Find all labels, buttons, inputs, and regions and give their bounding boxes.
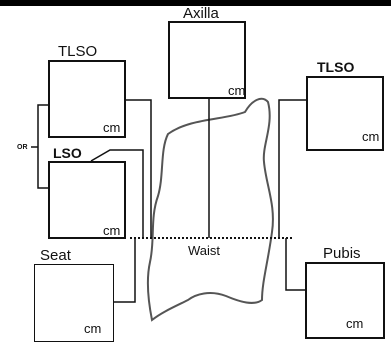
lso-unit: cm (103, 223, 121, 238)
pubis-unit: cm (346, 316, 364, 331)
axilla-unit: cm (228, 83, 246, 98)
torso-outline (146, 97, 274, 322)
tlso-right-label: TLSO (317, 59, 355, 75)
pubis-input-box[interactable] (305, 262, 385, 339)
tlso-left-unit: cm (103, 120, 121, 135)
waist-label: Waist (188, 243, 221, 258)
or-label: OR (17, 144, 28, 151)
tlso-left-input-box[interactable] (48, 60, 126, 138)
top-border (0, 0, 391, 6)
pubis-label: Pubis (323, 245, 361, 262)
seat-input-box[interactable] (34, 264, 114, 342)
tlso-right-input-box[interactable] (306, 76, 384, 151)
lso-input-box[interactable] (48, 161, 126, 239)
seat-label: Seat (40, 247, 71, 264)
axilla-input-box[interactable] (168, 21, 246, 99)
lso-label: LSO (53, 145, 82, 161)
tlso-right-unit: cm (362, 129, 380, 144)
axilla-label: Axilla (183, 5, 219, 22)
seat-unit: cm (84, 321, 102, 336)
tlso-left-label: TLSO (58, 43, 98, 60)
